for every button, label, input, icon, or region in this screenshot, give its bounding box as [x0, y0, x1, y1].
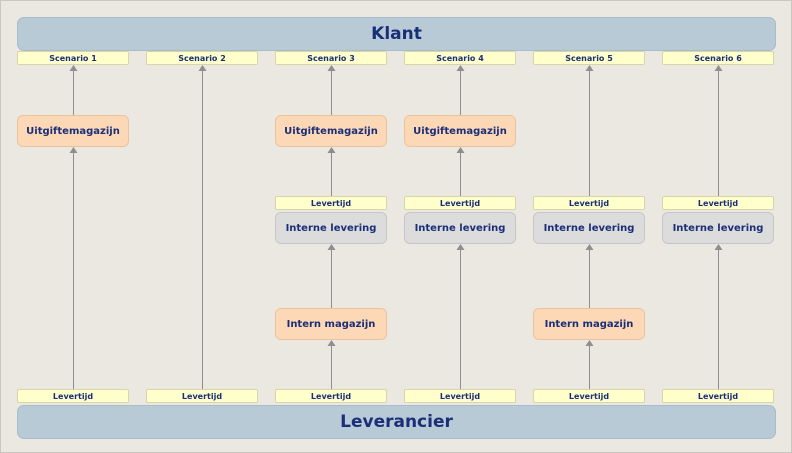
- levertijd-tag: Levertijd: [146, 389, 258, 403]
- scenario-label: Scenario 1: [17, 51, 129, 65]
- levertijd-tag: Levertijd: [275, 196, 387, 210]
- intern-magazijn-node: Intern magazijn: [533, 308, 645, 340]
- uitgiftemagazijn-node: Uitgiftemagazijn: [275, 115, 387, 147]
- scenario-label: Scenario 4: [404, 51, 516, 65]
- levertijd-tag: Levertijd: [17, 389, 129, 403]
- leverancier-bar: Leverancier: [17, 405, 776, 439]
- interne-levering-node: Interne levering: [662, 212, 774, 244]
- intern-magazijn-node: Intern magazijn: [275, 308, 387, 340]
- interne-levering-node: Interne levering: [533, 212, 645, 244]
- levertijd-tag: Levertijd: [533, 196, 645, 210]
- interne-levering-node: Interne levering: [275, 212, 387, 244]
- levertijd-tag: Levertijd: [662, 196, 774, 210]
- interne-levering-node: Interne levering: [404, 212, 516, 244]
- levertijd-tag: Levertijd: [533, 389, 645, 403]
- scenario-label: Scenario 3: [275, 51, 387, 65]
- uitgiftemagazijn-node: Uitgiftemagazijn: [404, 115, 516, 147]
- klant-bar: Klant: [17, 17, 776, 51]
- levertijd-tag: Levertijd: [662, 389, 774, 403]
- scenario-label: Scenario 6: [662, 51, 774, 65]
- levertijd-tag: Levertijd: [275, 389, 387, 403]
- scenario-label: Scenario 2: [146, 51, 258, 65]
- scenario-label: Scenario 5: [533, 51, 645, 65]
- levertijd-tag: Levertijd: [404, 389, 516, 403]
- uitgiftemagazijn-node: Uitgiftemagazijn: [17, 115, 129, 147]
- levertijd-tag: Levertijd: [404, 196, 516, 210]
